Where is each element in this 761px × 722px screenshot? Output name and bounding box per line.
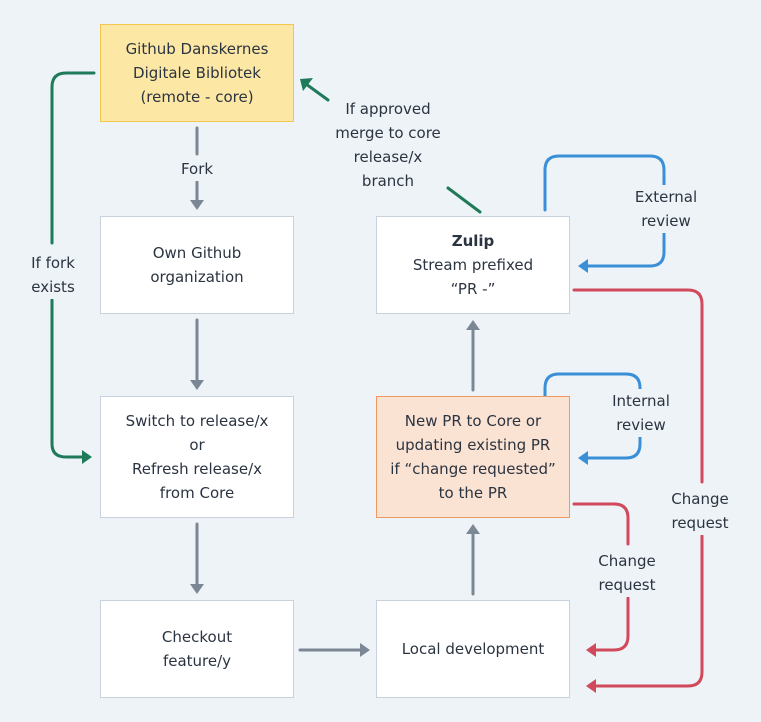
switch-to-checkout-arrow-head (190, 584, 204, 594)
change-outer-line-1: Change (671, 490, 729, 508)
change-request-outer-arrow-head (586, 679, 596, 693)
own-org-node: Own Github organization (100, 216, 294, 314)
switch-line-2: or (189, 436, 205, 454)
pr-to-zulip-arrow (466, 320, 480, 392)
new-pr-node: New PR to Core or updating existing PR i… (376, 396, 570, 518)
local-line-1: Local development (401, 640, 545, 658)
switch-line-4: from Core (159, 484, 235, 502)
checkout-to-local-arrow (298, 643, 370, 657)
github-line-2: Digitale Bibliotek (133, 64, 261, 82)
external-line-2: review (641, 212, 691, 230)
github-line-1: Github Danskernes (125, 40, 269, 58)
internal-line-1: Internal (612, 392, 670, 410)
zulip-title: Zulip (451, 232, 495, 250)
approved-merge-arrow-line (304, 82, 482, 214)
fork-label: Fork (172, 157, 222, 181)
if-fork-exists-arrow-head (82, 450, 92, 464)
local-development-node: Local development (376, 600, 570, 698)
if-fork-exists-arrow-line (50, 71, 96, 459)
local-to-pr-arrow (466, 524, 480, 596)
own-org-line-1: Own Github (152, 244, 242, 262)
change-inner-line-1: Change (598, 552, 656, 570)
external-review-arrow-head (578, 259, 588, 273)
approved-merge-arrow (300, 78, 482, 214)
approved-line-3: release/x (353, 148, 423, 166)
approved-line-2: merge to core (335, 124, 441, 142)
if-fork-exists-arrow (50, 71, 96, 464)
fork-arrow-head (190, 200, 204, 210)
github-core-node: Github Danskernes Digitale Bibliotek (re… (100, 24, 294, 122)
if-fork-exists-label: If fork exists (22, 251, 84, 299)
change-request-outer-arrow (572, 288, 704, 693)
new-pr-line-4: to the PR (438, 484, 508, 502)
zulip-line-2: “PR -” (450, 280, 496, 298)
if-approved-label: If approved merge to core release/x bran… (326, 97, 450, 193)
external-line-1: External (634, 188, 698, 206)
internal-review-arrow-line (543, 372, 642, 460)
change-request-outer-label: Change request (664, 487, 736, 535)
change-outer-line-2: request (671, 514, 729, 532)
internal-review-label: Internal review (606, 389, 676, 437)
approved-merge-arrow-head (300, 78, 313, 91)
new-pr-line-2: updating existing PR (395, 436, 551, 454)
local-to-pr-arrow-head (466, 524, 480, 534)
zulip-node: Zulip Stream prefixed “PR -” (376, 216, 570, 314)
switch-to-checkout-arrow (190, 522, 204, 594)
org-to-switch-arrow-head (190, 380, 204, 390)
fork-arrow (190, 126, 204, 210)
pr-to-zulip-arrow-head (466, 320, 480, 330)
switch-release-node: Switch to release/x or Refresh release/x… (100, 396, 294, 518)
internal-line-2: review (616, 416, 666, 434)
change-request-inner-arrow-head (586, 643, 596, 657)
checkout-to-local-arrow-head (360, 643, 370, 657)
checkout-line-1: Checkout (161, 628, 233, 646)
new-pr-line-3: if “change requested” (390, 460, 556, 478)
if-fork-line-1: If fork (31, 254, 75, 272)
internal-review-arrow (543, 372, 642, 465)
external-review-label: External review (622, 185, 710, 233)
approved-line-1: If approved (345, 100, 431, 118)
checkout-line-2: feature/y (162, 652, 232, 670)
internal-review-arrow-head (578, 451, 588, 465)
zulip-line-1: Stream prefixed (412, 256, 534, 274)
external-review-arrow (543, 154, 666, 273)
checkout-node: Checkout feature/y (100, 600, 294, 698)
change-request-inner-label: Change request (592, 549, 662, 597)
if-fork-line-2: exists (31, 278, 75, 296)
org-to-switch-arrow (190, 318, 204, 390)
external-review-arrow-line (543, 154, 666, 268)
change-request-inner-arrow-line (572, 502, 630, 652)
approved-line-4: branch (361, 172, 415, 190)
change-request-outer-arrow-line (572, 288, 704, 688)
change-request-inner-arrow (572, 502, 630, 657)
switch-line-1: Switch to release/x (125, 412, 269, 430)
new-pr-line-1: New PR to Core or (404, 412, 542, 430)
own-org-line-2: organization (150, 268, 244, 286)
switch-line-3: Refresh release/x (131, 460, 263, 478)
github-line-3: (remote - core) (140, 88, 254, 106)
change-inner-line-2: request (598, 576, 656, 594)
fork-label-line-1: Fork (180, 160, 214, 178)
